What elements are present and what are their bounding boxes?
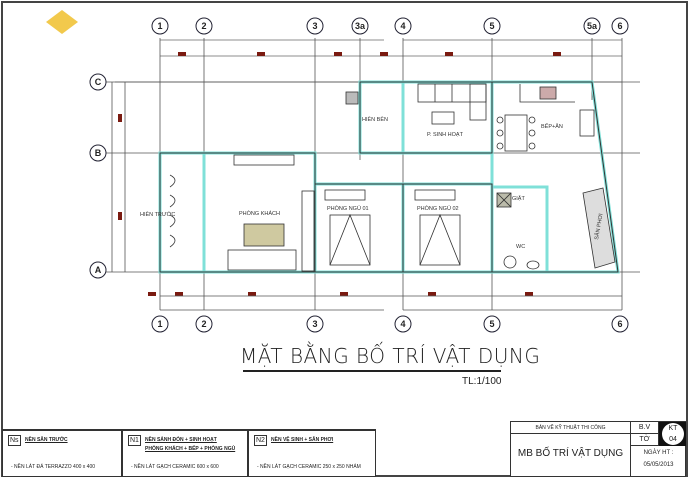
- axis-label: 1: [157, 21, 162, 31]
- room-label: GIẶT: [512, 195, 525, 202]
- tb-bv-label: B.V: [631, 422, 659, 434]
- axis-label: 2: [201, 319, 206, 329]
- room-label: SÂN PHƠI: [593, 212, 605, 240]
- dimension-marks: [118, 52, 561, 296]
- furniture: [169, 83, 616, 272]
- axis-label: 5: [489, 21, 494, 31]
- axis-label: 5a: [587, 21, 598, 31]
- tb-header: BẢN VẼ KỸ THUẬT THI CÔNG: [511, 422, 631, 434]
- legend-ns: Ns NỀN SÂN TRƯỚC - NỀN LÁT ĐÁ TERRAZZO 4…: [2, 429, 122, 477]
- legend-n1: N1 NỀN SẢNH ĐÓN + SINH HOẠT PHÒNG KHÁCH …: [122, 429, 248, 477]
- legend-heading: NỀN VỆ SINH + SÂN PHƠI: [271, 437, 334, 443]
- axis-label: 2: [201, 21, 206, 31]
- tb-sheet-name: MB BỐ TRÍ VẬT DỤNG: [511, 434, 631, 477]
- legend-desc: - NỀN LÁT GẠCH CERAMIC 600 x 600: [131, 464, 219, 470]
- title-block: BẢN VẼ KỸ THUẬT THI CÔNG MB BỐ TRÍ VẬT D…: [510, 421, 686, 477]
- tb-to-label: TỜ: [631, 434, 659, 446]
- room-label: PHÒNG KHÁCH: [239, 210, 280, 217]
- axis-label: 1: [157, 319, 162, 329]
- axis-label: C: [95, 77, 102, 87]
- legend-code: N1: [128, 435, 141, 446]
- legend-heading-2: PHÒNG KHÁCH + BẾP + PHÒNG NGỦ: [145, 446, 236, 452]
- legend-desc: - NỀN LÁT ĐÁ TERRAZZO 400 x 400: [11, 464, 96, 470]
- tb-to-value: 04: [669, 436, 677, 443]
- room-label: WC: [516, 244, 525, 250]
- drawing-scale: TL:1/100: [462, 376, 502, 387]
- axis-label: 3a: [355, 21, 366, 31]
- axis-label: 4: [400, 319, 405, 329]
- axis-label: 5: [489, 319, 494, 329]
- room-label: PHÒNG NGỦ 02: [417, 205, 459, 212]
- axis-label: A: [95, 265, 102, 275]
- tb-bv-value: KT: [668, 425, 678, 432]
- tb-date-label: NGÀY HT :: [643, 450, 674, 456]
- room-label: HIÊN TRƯỚC: [140, 210, 175, 218]
- axis-label: 3: [312, 319, 317, 329]
- tb-date-value: 05/05/2013: [643, 462, 674, 468]
- room-label: P. SINH HOẠT: [427, 132, 464, 138]
- legend-heading: NỀN SÂN TRƯỚC: [25, 437, 68, 443]
- axis-label: 4: [400, 21, 405, 31]
- axis-bubbles: [89, 17, 629, 333]
- axis-label: 6: [617, 319, 622, 329]
- legend-code: Ns: [8, 435, 21, 446]
- axis-label: B: [95, 148, 102, 158]
- room-label: BẾP+ĂN: [541, 123, 563, 130]
- logo-icon: [46, 10, 78, 34]
- room-label: HIÊN BÊN: [362, 115, 388, 123]
- legend-code: N2: [254, 435, 267, 446]
- tb-bv-value-badge: KT 04: [662, 423, 684, 445]
- legend-n2: N2 NỀN VỆ SINH + SÂN PHƠI - NỀN LÁT GẠCH…: [248, 429, 376, 477]
- axis-label: 3: [312, 21, 317, 31]
- legend-desc: - NỀN LÁT GẠCH CERAMIC 250 x 250 NHÁM: [257, 464, 361, 470]
- room-label: PHÒNG NGỦ 01: [327, 205, 369, 212]
- grid-lines: [105, 38, 640, 311]
- walls: [158, 80, 620, 274]
- axis-label: 6: [617, 21, 622, 31]
- drawing-title: MẶT BẰNG BỐ TRÍ VẬT DỤNG: [240, 344, 541, 368]
- legend-heading: NỀN SẢNH ĐÓN + SINH HOẠT: [145, 437, 217, 443]
- top-dimensions: [115, 39, 622, 83]
- title-underline: [243, 370, 501, 372]
